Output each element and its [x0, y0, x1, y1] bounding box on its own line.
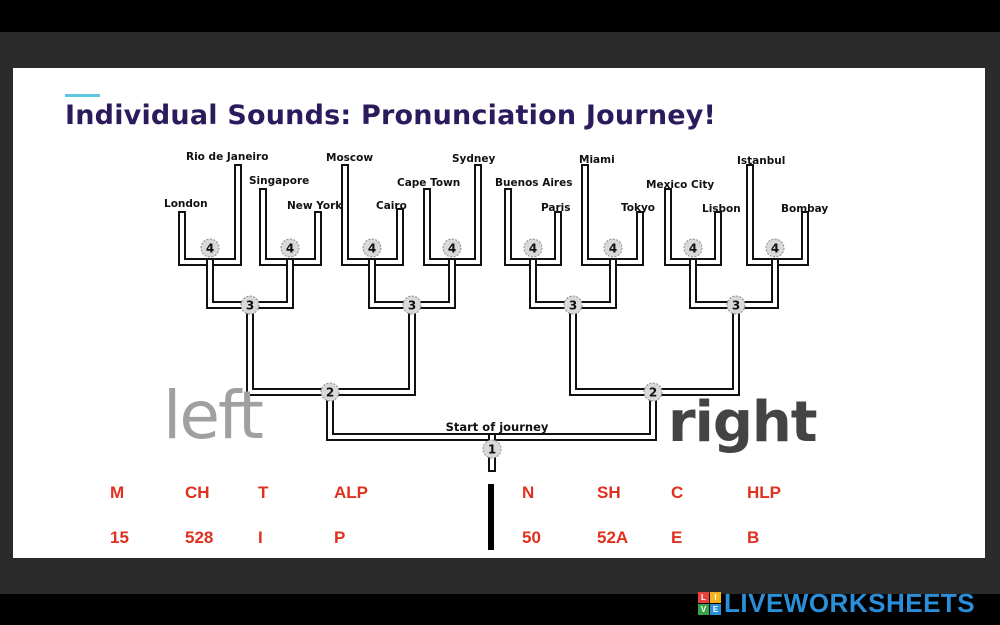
code-right-2-3[interactable]: E — [671, 528, 683, 547]
level3-badge-2: 3 — [408, 299, 416, 313]
level4-badge-8: 4 — [771, 242, 779, 256]
city-label-mexicocity: Mexico City — [646, 179, 714, 191]
code-right-2-1[interactable]: 50 — [522, 528, 541, 547]
code-right-1-1[interactable]: N — [522, 483, 535, 502]
bracket-l2-1-outer — [246, 301, 416, 396]
code-left-1-2[interactable]: CH — [185, 483, 210, 502]
level4-badge-2-circle — [280, 238, 300, 258]
level3-badge-1: 3 — [246, 299, 254, 313]
slide — [13, 68, 985, 558]
code-right-1-2[interactable]: SH — [597, 483, 621, 502]
level3-badge-4: 3 — [732, 299, 740, 313]
level4-badge-1-circle — [200, 238, 220, 258]
start-badge: 1 — [488, 443, 496, 457]
level3-badge-4-circle — [726, 295, 746, 315]
bracket-l2-2 — [571, 303, 738, 394]
start-of-journey-label: Start of journey — [446, 420, 549, 434]
logo-letter-i: I — [710, 592, 721, 603]
logo-letter-v: V — [698, 604, 709, 615]
code-left-2-4[interactable]: P — [334, 528, 346, 547]
city-label-capetown: Cape Town — [397, 177, 460, 189]
level4-badge-6-circle — [603, 238, 623, 258]
logo-letter-e: E — [710, 604, 721, 615]
level2-badge-2-circle — [643, 382, 663, 402]
code-left-1-3[interactable]: T — [258, 483, 269, 502]
right-word: right — [668, 390, 818, 455]
city-label-miami: Miami — [579, 154, 615, 166]
level4-badge-4-circle — [442, 238, 462, 258]
level4-badge-3: 4 — [368, 242, 376, 256]
liveworksheets-logo-icon: L I V E — [698, 592, 722, 616]
level3-badge-1-circle — [240, 295, 260, 315]
level4-badge-5-circle — [523, 238, 543, 258]
city-label-istanbul: Istanbul — [737, 155, 785, 167]
level3-badge-2-circle — [402, 295, 422, 315]
code-left-1-1[interactable]: M — [110, 483, 125, 502]
code-right-1-4[interactable]: HLP — [747, 483, 781, 502]
level2-badge-1: 2 — [326, 386, 334, 400]
code-left-2-1[interactable]: 15 — [110, 528, 129, 547]
code-left-2-2[interactable]: 528 — [185, 528, 214, 547]
start-badge-circle — [482, 439, 502, 459]
code-left-2-3[interactable]: I — [258, 528, 263, 547]
level4-badge-3-circle — [362, 238, 382, 258]
city-label-lisbon: Lisbon — [702, 203, 741, 215]
level4-badge-7-circle — [683, 238, 703, 258]
city-label-cairo: Cairo — [376, 200, 407, 212]
city-label-paris: Paris — [541, 202, 571, 214]
code-left-1-4[interactable]: ALP — [334, 483, 368, 502]
city-label-moscow: Moscow — [326, 152, 373, 164]
city-label-sydney: Sydney — [452, 153, 496, 165]
level3-badge-3-circle — [563, 295, 583, 315]
city-label-newyork: New York — [287, 200, 343, 212]
left-right-divider — [488, 484, 494, 550]
level4-badge-5: 4 — [529, 242, 537, 256]
code-right-2-2[interactable]: 52A — [597, 528, 629, 547]
slide-title: Individual Sounds: Pronunciation Journey… — [65, 100, 717, 131]
level2-badge-1-circle — [320, 382, 340, 402]
level4-badge-7: 4 — [689, 242, 697, 256]
level4-badge-4: 4 — [448, 242, 456, 256]
city-label-london: London — [164, 198, 208, 210]
bracket-l2-2-outer — [569, 301, 740, 396]
level4-badge-2: 4 — [286, 242, 294, 256]
level2-badge-2: 2 — [649, 386, 657, 400]
city-label-singapore: Singapore — [249, 175, 309, 187]
city-label-tokyo: Tokyo — [621, 202, 655, 214]
level4-badge-8-circle — [765, 238, 785, 258]
code-right-1-3[interactable]: C — [671, 483, 684, 502]
code-right-2-4[interactable]: B — [747, 528, 760, 547]
liveworksheets-watermark: LIVEWORKSHEETS — [724, 588, 976, 618]
bracket-l2-1 — [248, 303, 414, 394]
city-label-rio: Rio de Janeiro — [186, 151, 268, 163]
level3-badge-3: 3 — [569, 299, 577, 313]
level4-badge-6: 4 — [609, 242, 617, 256]
title-accent-line — [65, 94, 100, 97]
left-word: left — [163, 377, 264, 454]
logo-letter-l: L — [698, 592, 709, 603]
city-label-bombay: Bombay — [781, 203, 828, 215]
level4-badge-1: 4 — [206, 242, 214, 256]
city-label-buenosaires: Buenos Aires — [495, 177, 572, 189]
